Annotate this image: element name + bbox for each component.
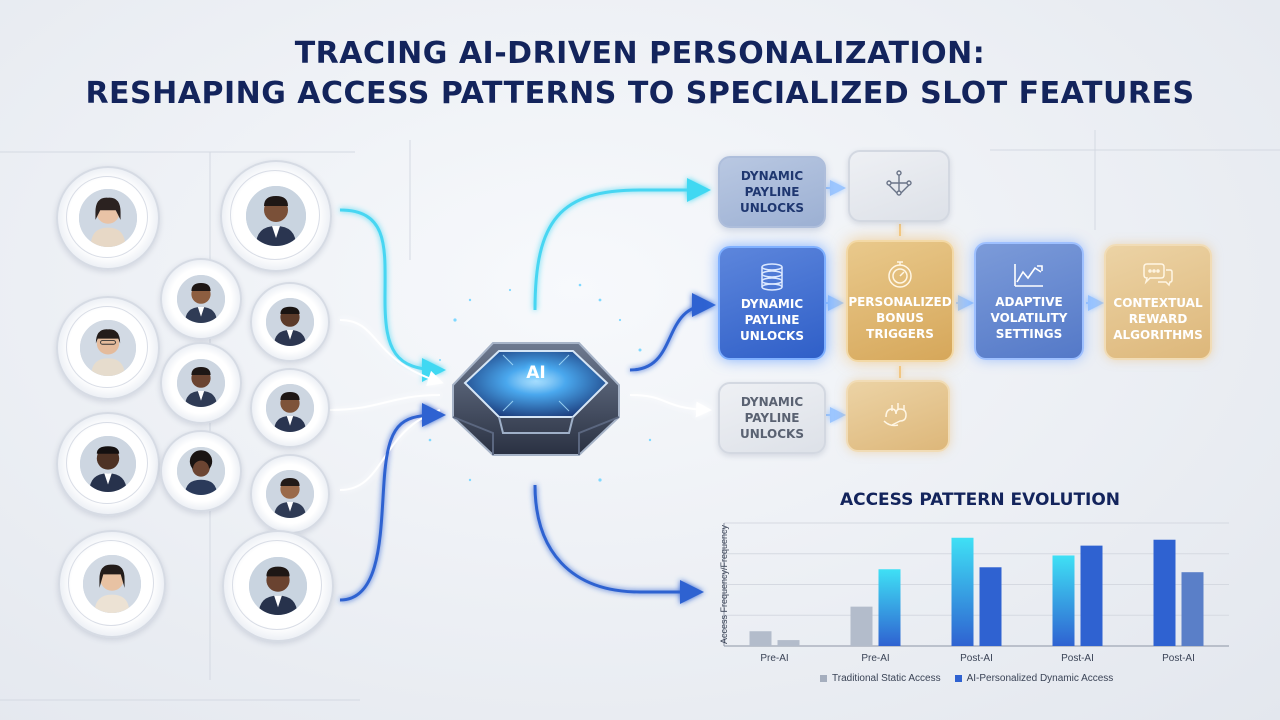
avatar xyxy=(175,357,227,409)
network-node-icon xyxy=(886,170,912,196)
user-profile[interactable] xyxy=(250,282,330,362)
feature-box-contextual-reward[interactable]: CONTEXTUAL REWARD ALGORITHMS xyxy=(1104,244,1212,360)
user-profile[interactable] xyxy=(160,342,242,424)
chip-particles xyxy=(428,283,652,482)
avatar xyxy=(247,555,309,617)
chart-bar xyxy=(951,537,974,646)
avatar xyxy=(77,187,139,249)
feature-box-adaptive-volatility[interactable]: ADAPTIVE VOLATILITY SETTINGS xyxy=(974,242,1084,360)
box-label: DYNAMIC PAYLINE UNLOCKS xyxy=(740,169,804,215)
hand-coin-icon xyxy=(883,403,907,427)
chart-x-tick-label: Pre-AI xyxy=(861,653,889,664)
chart-bar xyxy=(979,567,1002,646)
title-line-2: RESHAPING ACCESS PATTERNS TO SPECIALIZED… xyxy=(85,76,1195,111)
feature-box-dynamic-payline-bottom[interactable]: DYNAMIC PAYLINE UNLOCKS xyxy=(718,382,826,454)
chart-y-axis-label: Access Frequency/Frequency xyxy=(719,524,729,644)
chart-bar xyxy=(878,569,901,646)
output-connector xyxy=(533,484,704,604)
legend-item-static: Traditional Static Access xyxy=(820,673,941,684)
output-connector xyxy=(629,293,716,372)
box-label: ADAPTIVE VOLATILITY SETTINGS xyxy=(990,295,1068,341)
chart-x-tick-label: Pre-AI xyxy=(760,653,788,664)
chart-bar xyxy=(1181,572,1204,646)
chart-bar xyxy=(777,640,800,646)
feature-box-dynamic-payline-top[interactable]: DYNAMIC PAYLINE UNLOCKS xyxy=(718,156,826,228)
ai-chip-label: AI xyxy=(526,363,546,383)
legend-label: Traditional Static Access xyxy=(832,673,941,684)
chart-bar xyxy=(1080,545,1103,646)
output-connector xyxy=(533,178,711,311)
chart-title: ACCESS PATTERN EVOLUTION xyxy=(839,490,1121,510)
chart-x-tick-label: Post-AI xyxy=(1162,653,1195,664)
user-profile[interactable] xyxy=(250,454,330,534)
input-connector xyxy=(329,394,441,411)
avatar xyxy=(264,296,316,348)
user-profile[interactable] xyxy=(56,166,160,270)
output-connector xyxy=(629,394,712,418)
avatar xyxy=(175,273,227,325)
feature-box-dynamic-payline-main[interactable]: DYNAMIC PAYLINE UNLOCKS xyxy=(718,246,826,360)
feature-box-hand[interactable] xyxy=(846,380,950,452)
chart-legend: Traditional Static Access AI-Personalize… xyxy=(820,673,1160,684)
user-profile[interactable] xyxy=(160,430,242,512)
chart-bar xyxy=(749,631,772,646)
chip-icon xyxy=(452,342,620,456)
user-profile[interactable] xyxy=(56,296,160,400)
chat-bubble-icon xyxy=(1143,263,1173,287)
avatar xyxy=(264,382,316,434)
avatar xyxy=(78,318,138,378)
avatar xyxy=(175,445,227,497)
avatar xyxy=(81,553,143,615)
avatar xyxy=(78,434,138,494)
page-title: TRACING AI-DRIVEN PERSONALIZATION: RESHA… xyxy=(0,34,1280,114)
input-connector xyxy=(339,409,441,491)
input-connector xyxy=(339,319,444,387)
ai-processor-chip: AI xyxy=(443,325,629,465)
chart-x-tick-label: Post-AI xyxy=(1061,653,1094,664)
avatar xyxy=(264,468,316,520)
feature-box-personalized-bonus[interactable]: PERSONALIZED BONUS TRIGGERS xyxy=(846,240,954,362)
user-profile[interactable] xyxy=(58,530,166,638)
box-label: DYNAMIC PAYLINE UNLOCKS xyxy=(740,297,804,343)
user-profile[interactable] xyxy=(220,160,332,272)
box-label: CONTEXTUAL REWARD ALGORITHMS xyxy=(1113,296,1203,342)
title-line-1: TRACING AI-DRIVEN PERSONALIZATION: xyxy=(294,36,986,71)
chart-bar xyxy=(1153,539,1176,646)
user-profile[interactable] xyxy=(250,368,330,448)
chart-bar xyxy=(850,606,873,646)
box-label: DYNAMIC PAYLINE UNLOCKS xyxy=(740,395,804,441)
chart-bar xyxy=(1052,555,1075,646)
trend-line-icon xyxy=(1014,264,1043,287)
background-grid xyxy=(0,130,1280,701)
legend-item-dynamic: AI-Personalized Dynamic Access xyxy=(954,673,1114,684)
user-profile[interactable] xyxy=(56,412,160,516)
feature-box-network[interactable] xyxy=(848,150,950,222)
input-connector xyxy=(339,208,446,382)
chart-x-tick-label: Post-AI xyxy=(960,653,993,664)
stopwatch-icon xyxy=(888,261,912,288)
legend-label: AI-Personalized Dynamic Access xyxy=(966,673,1114,684)
box-label: PERSONALIZED BONUS TRIGGERS xyxy=(848,295,952,341)
database-icon xyxy=(761,263,783,291)
user-profile[interactable] xyxy=(160,258,242,340)
input-connector xyxy=(339,403,446,602)
user-profile[interactable] xyxy=(222,530,334,642)
avatar xyxy=(244,184,308,248)
